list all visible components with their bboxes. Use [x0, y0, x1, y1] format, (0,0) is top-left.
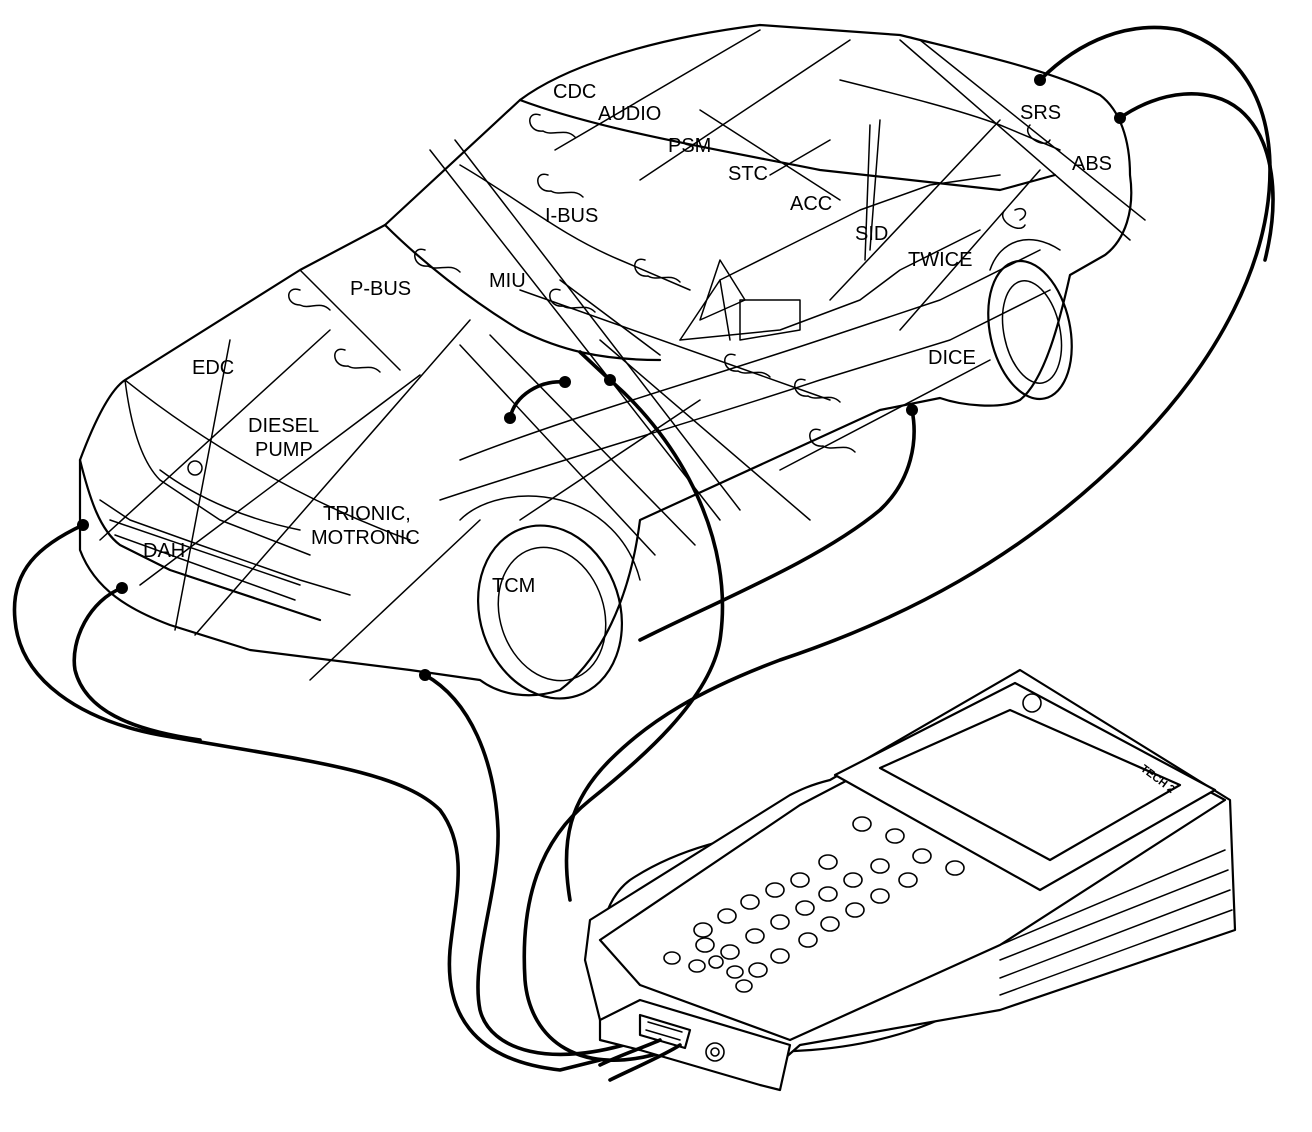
- label-sid: SID: [855, 223, 888, 245]
- label-abs: ABS: [1072, 153, 1112, 175]
- tech2-scanner: TECH 2: [583, 668, 1237, 1092]
- label-trionic-line1: TRIONIC,: [323, 503, 411, 525]
- label-tcm: TCM: [492, 575, 535, 597]
- label-diesel-pump-line2: PUMP: [255, 439, 313, 461]
- label-dah: DAH: [143, 540, 185, 562]
- label-cdc: CDC: [553, 81, 596, 103]
- label-twice: TWICE: [908, 249, 972, 271]
- label-srs: SRS: [1020, 102, 1061, 124]
- rear-wheel: [987, 239, 1073, 401]
- label-audio: AUDIO: [598, 103, 661, 125]
- label-dice: DICE: [928, 347, 976, 369]
- label-psm: PSM: [668, 135, 711, 157]
- label-stc: STC: [728, 163, 768, 185]
- label-pbus: P-BUS: [350, 278, 411, 300]
- hood-connector: [504, 376, 571, 424]
- label-diesel-pump-line1: DIESEL: [248, 415, 319, 437]
- keypad: [663, 816, 965, 993]
- label-miu: MIU: [489, 270, 526, 292]
- label-ibus: I-BUS: [545, 205, 598, 227]
- label-acc: ACC: [790, 193, 832, 215]
- front-wheel: [459, 495, 641, 700]
- car-outline: [78, 23, 1133, 700]
- label-trionic-line2: MOTRONIC: [311, 527, 420, 549]
- network-segments: [99, 29, 1146, 681]
- module-labels: CDC AUDIO PSM STC SRS ABS ACC I-BUS SID …: [143, 81, 1112, 597]
- label-edc: EDC: [192, 357, 234, 379]
- diagnostic-cables: [12, 25, 1275, 1072]
